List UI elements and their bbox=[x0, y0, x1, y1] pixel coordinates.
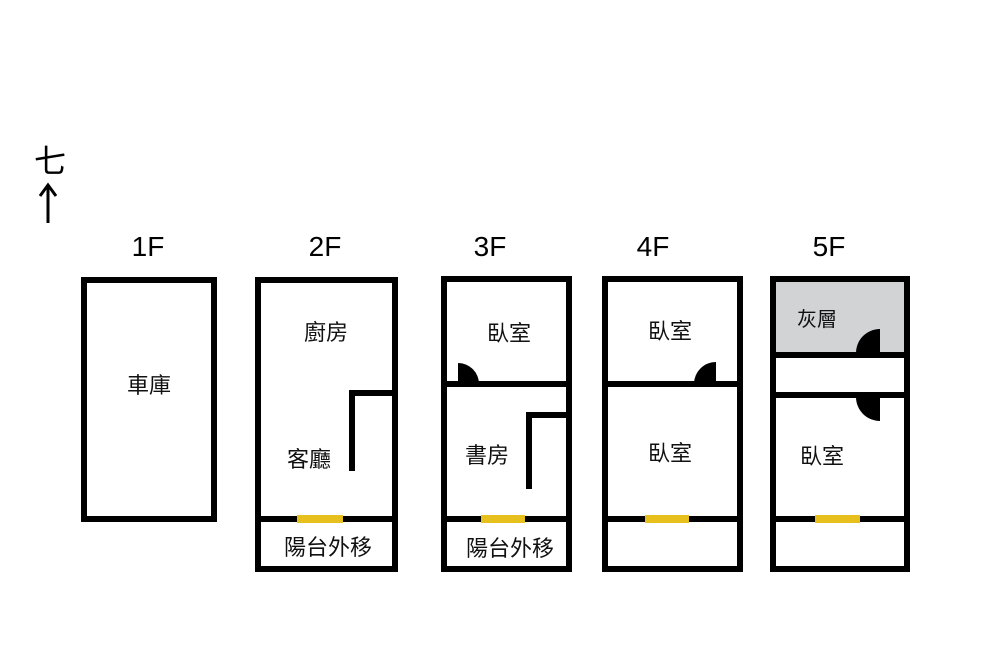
outer-wall bbox=[602, 276, 743, 572]
floor-2f: 2F 廚房 客廳 陽台外移 bbox=[255, 231, 398, 572]
room-gray-layer: 灰層 bbox=[797, 307, 837, 331]
floor-1f: 1F 車庫 bbox=[81, 231, 217, 522]
door-icon bbox=[856, 397, 880, 421]
interior-wall bbox=[526, 412, 569, 489]
room-bedroom: 臥室 bbox=[648, 442, 692, 467]
door-icon bbox=[856, 329, 880, 353]
floor-label: 2F bbox=[309, 231, 342, 262]
room-study: 書房 bbox=[465, 444, 509, 469]
floor-label: 5F bbox=[813, 231, 846, 262]
floor-label: 3F bbox=[474, 231, 507, 262]
room-balcony: 陽台外移 bbox=[284, 536, 372, 561]
room-bedroom: 臥室 bbox=[648, 320, 692, 345]
north-label: 七 bbox=[34, 143, 66, 179]
floor-5f: 5F 灰層 臥室 bbox=[770, 231, 910, 572]
room-living: 客廳 bbox=[287, 448, 331, 473]
interior-wall bbox=[349, 390, 395, 471]
gray-area bbox=[776, 282, 907, 353]
floor-label: 4F bbox=[637, 231, 670, 262]
north-arrow-icon bbox=[38, 182, 58, 223]
floor-label: 1F bbox=[132, 231, 165, 262]
door-icon bbox=[458, 363, 479, 384]
outer-wall bbox=[441, 276, 572, 572]
outer-wall bbox=[770, 276, 910, 572]
outer-wall bbox=[255, 277, 398, 572]
room-balcony: 陽台外移 bbox=[466, 537, 554, 562]
floor-3f: 3F 臥室 書房 陽台外移 bbox=[441, 231, 572, 572]
floor-4f: 4F 臥室 臥室 bbox=[602, 231, 743, 572]
room-kitchen: 廚房 bbox=[304, 321, 348, 346]
door-icon bbox=[694, 362, 716, 384]
room-bedroom: 臥室 bbox=[800, 445, 844, 470]
room-bedroom: 臥室 bbox=[487, 322, 531, 347]
outer-wall bbox=[81, 277, 217, 522]
room-garage: 車庫 bbox=[127, 374, 171, 399]
